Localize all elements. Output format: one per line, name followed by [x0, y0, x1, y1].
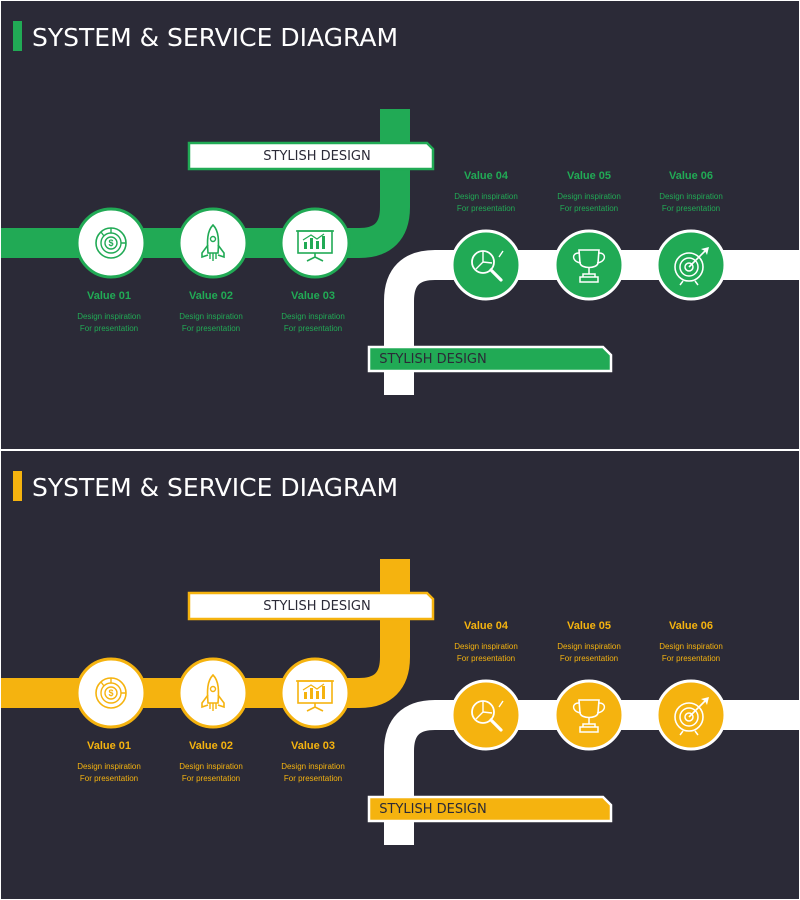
step-node-5	[553, 229, 625, 301]
step-desc2-5: For presentation	[560, 654, 618, 663]
step-value-3: Value 03	[291, 290, 335, 302]
banner-bottom: STYLISH DESIGN	[367, 795, 613, 823]
dollar-chart-icon: $	[95, 227, 127, 259]
banner-top-label: STYLISH DESIGN	[263, 149, 370, 164]
presentation-board-icon	[296, 230, 334, 262]
step-value-2: Value 02	[189, 740, 233, 752]
step-node-1: $	[75, 207, 147, 279]
slide-title: SYSTEM & SERVICE DIAGRAM	[32, 23, 398, 52]
dollar-chart-icon: $	[95, 677, 127, 709]
step-desc2-4: For presentation	[457, 204, 515, 213]
step-desc1-3: Design inspiration	[281, 762, 345, 771]
step-desc2-2: For presentation	[182, 324, 240, 333]
presentation-board-icon	[296, 680, 334, 712]
step-desc2-6: For presentation	[662, 204, 720, 213]
step-desc2-6: For presentation	[662, 654, 720, 663]
step-node-3	[279, 207, 351, 279]
step-desc1-3: Design inspiration	[281, 312, 345, 321]
step-value-5: Value 05	[567, 170, 611, 182]
title-accent-bar	[13, 471, 22, 501]
step-node-1: $	[75, 657, 147, 729]
step-desc1-1: Design inspiration	[77, 312, 141, 321]
step-desc2-5: For presentation	[560, 204, 618, 213]
step-value-1: Value 01	[87, 740, 131, 752]
slide-title: SYSTEM & SERVICE DIAGRAM	[32, 473, 398, 502]
trophy-icon	[572, 699, 606, 733]
accent-road	[1, 109, 410, 258]
step-desc2-3: For presentation	[284, 774, 342, 783]
svg-text:$: $	[108, 238, 113, 248]
step-desc1-5: Design inspiration	[557, 192, 621, 201]
slide-yellow: SYSTEM & SERVICE DIAGRAM STYLISH DESIGN …	[1, 451, 799, 899]
step-value-6: Value 06	[669, 170, 713, 182]
banner-bottom-label: STYLISH DESIGN	[379, 802, 486, 817]
svg-text:$: $	[108, 688, 113, 698]
white-road	[384, 700, 799, 845]
step-value-3: Value 03	[291, 740, 335, 752]
step-desc1-4: Design inspiration	[454, 642, 518, 651]
title-accent-bar	[13, 21, 22, 51]
magnifier-icon	[471, 250, 504, 282]
step-desc2-4: For presentation	[457, 654, 515, 663]
step-node-3	[279, 657, 351, 729]
step-value-4: Value 04	[464, 170, 509, 182]
banner-top-label: STYLISH DESIGN	[263, 599, 370, 614]
step-value-2: Value 02	[189, 290, 233, 302]
step-desc2-2: For presentation	[182, 774, 240, 783]
step-desc2-1: For presentation	[80, 774, 138, 783]
magnifier-icon	[471, 700, 504, 732]
step-node-6	[655, 679, 727, 751]
step-value-5: Value 05	[567, 620, 611, 632]
step-value-1: Value 01	[87, 290, 131, 302]
step-desc2-1: For presentation	[80, 324, 138, 333]
step-node-6	[655, 229, 727, 301]
step-desc1-2: Design inspiration	[179, 312, 243, 321]
step-desc1-5: Design inspiration	[557, 642, 621, 651]
step-desc1-4: Design inspiration	[454, 192, 518, 201]
step-node-2	[177, 207, 249, 279]
step-value-4: Value 04	[464, 620, 509, 632]
white-road	[384, 250, 799, 395]
accent-road	[1, 559, 410, 708]
step-desc1-2: Design inspiration	[179, 762, 243, 771]
rocket-icon	[201, 223, 225, 261]
step-node-5	[553, 679, 625, 751]
target-icon	[674, 697, 709, 736]
step-desc2-3: For presentation	[284, 324, 342, 333]
trophy-icon	[572, 249, 606, 283]
step-node-4	[450, 229, 522, 301]
step-node-4	[450, 679, 522, 751]
step-value-6: Value 06	[669, 620, 713, 632]
banner-top: STYLISH DESIGN	[187, 141, 435, 171]
banner-bottom: STYLISH DESIGN	[367, 345, 613, 373]
rocket-icon	[201, 673, 225, 711]
target-icon	[674, 247, 709, 286]
step-desc1-6: Design inspiration	[659, 192, 723, 201]
step-desc1-1: Design inspiration	[77, 762, 141, 771]
banner-top: STYLISH DESIGN	[187, 591, 435, 621]
slide-green: SYSTEM & SERVICE DIAGRAM STYLISH DESIGN …	[1, 1, 799, 449]
banner-bottom-label: STYLISH DESIGN	[379, 352, 486, 367]
step-node-2	[177, 657, 249, 729]
step-desc1-6: Design inspiration	[659, 642, 723, 651]
